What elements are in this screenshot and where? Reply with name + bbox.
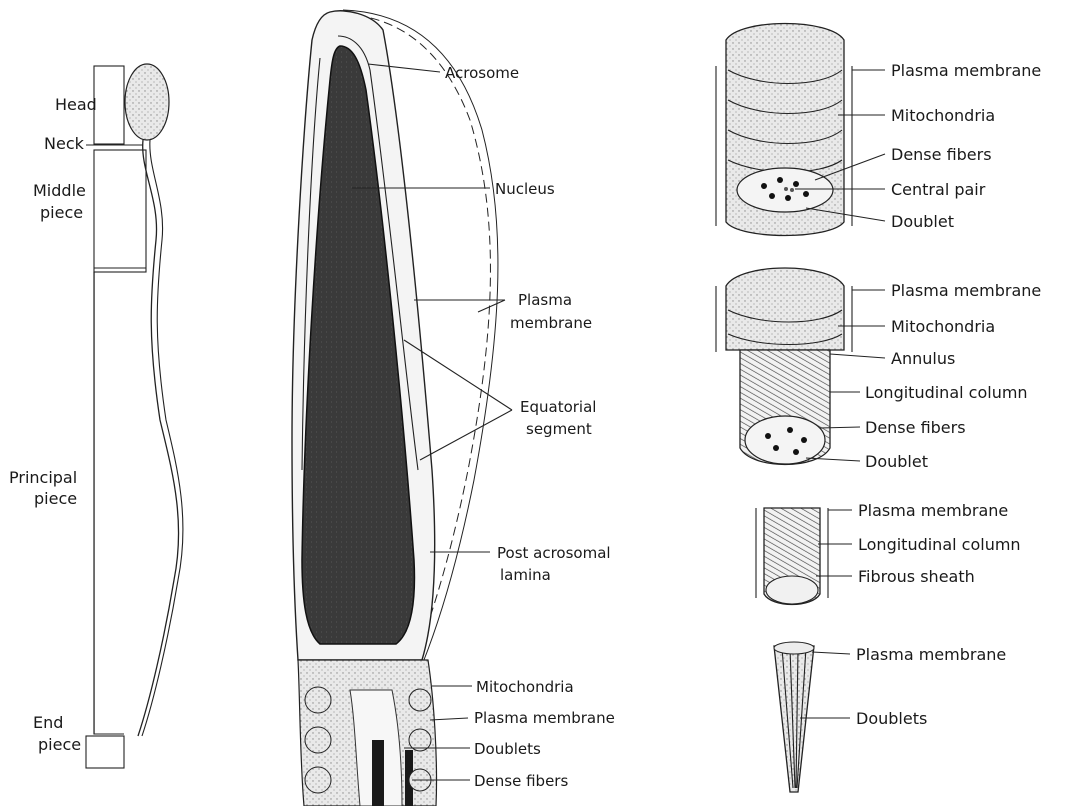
label-an-longitudinal-column: Longitudinal column bbox=[865, 383, 1028, 402]
label-equatorial-2: segment bbox=[526, 420, 592, 438]
label-dense-fibers-center: Dense fibers bbox=[474, 772, 568, 790]
label-doublets-center: Doublets bbox=[474, 740, 541, 758]
label-mp-dense-fibers: Dense fibers bbox=[891, 145, 992, 164]
label-pp-plasma-membrane: Plasma membrane bbox=[858, 501, 1008, 520]
label-mp-doublet: Doublet bbox=[891, 212, 954, 231]
label-post-acrosomal-1: Post acrosomal bbox=[497, 544, 611, 562]
label-post-acrosomal-2: lamina bbox=[500, 566, 551, 584]
label-equatorial-1: Equatorial bbox=[520, 398, 596, 416]
label-head: Head bbox=[55, 95, 97, 114]
label-ep-plasma-membrane: Plasma membrane bbox=[856, 645, 1006, 664]
middle-piece-box bbox=[94, 150, 146, 272]
label-ep-doublets: Doublets bbox=[856, 709, 927, 728]
label-middle-2: piece bbox=[40, 203, 83, 222]
label-plasma-membrane-center: Plasma membrane bbox=[474, 709, 615, 727]
label-neck: Neck bbox=[44, 134, 85, 153]
label-principal-2: piece bbox=[34, 489, 77, 508]
label-an-mitochondria: Mitochondria bbox=[891, 317, 995, 336]
label-mitochondria-center: Mitochondria bbox=[476, 678, 574, 696]
label-acrosome: Acrosome bbox=[445, 64, 519, 82]
head-region-box bbox=[94, 66, 124, 144]
principal-piece-section: Plasma membrane Longitudinal column Fibr… bbox=[756, 501, 1021, 605]
label-plasma-membrane-2: membrane bbox=[510, 314, 592, 332]
label-an-doublet: Doublet bbox=[865, 452, 928, 471]
middle-piece-section: Plasma membrane Mitochondria Dense fiber… bbox=[716, 24, 1041, 236]
end-piece-box bbox=[86, 736, 124, 768]
label-principal-1: Principal bbox=[9, 468, 77, 487]
label-end-2: piece bbox=[38, 735, 81, 754]
whole-sperm: Head Neck Middle piece Principal piece E… bbox=[9, 64, 183, 768]
label-an-annulus: Annulus bbox=[891, 349, 955, 368]
label-nucleus: Nucleus bbox=[495, 180, 555, 198]
label-an-plasma-membrane: Plasma membrane bbox=[891, 281, 1041, 300]
head-section: Acrosome Nucleus Plasma membrane Equator… bbox=[292, 10, 615, 806]
end-piece-section: Plasma membrane Doublets bbox=[774, 642, 1006, 792]
label-mp-plasma-membrane: Plasma membrane bbox=[891, 61, 1041, 80]
label-pp-longitudinal-column: Longitudinal column bbox=[858, 535, 1021, 554]
label-plasma-membrane-1: Plasma bbox=[518, 291, 572, 309]
label-mp-central-pair: Central pair bbox=[891, 180, 986, 199]
label-middle-1: Middle bbox=[33, 181, 86, 200]
label-an-dense-fibers: Dense fibers bbox=[865, 418, 966, 437]
label-pp-fibrous-sheath: Fibrous sheath bbox=[858, 567, 975, 586]
sperm-head-shape bbox=[125, 64, 169, 140]
label-end-1: End bbox=[33, 713, 63, 732]
annulus-section: Plasma membrane Mitochondria Annulus Lon… bbox=[716, 268, 1041, 471]
label-mp-mitochondria: Mitochondria bbox=[891, 106, 995, 125]
sperm-tail-shape bbox=[138, 140, 179, 736]
